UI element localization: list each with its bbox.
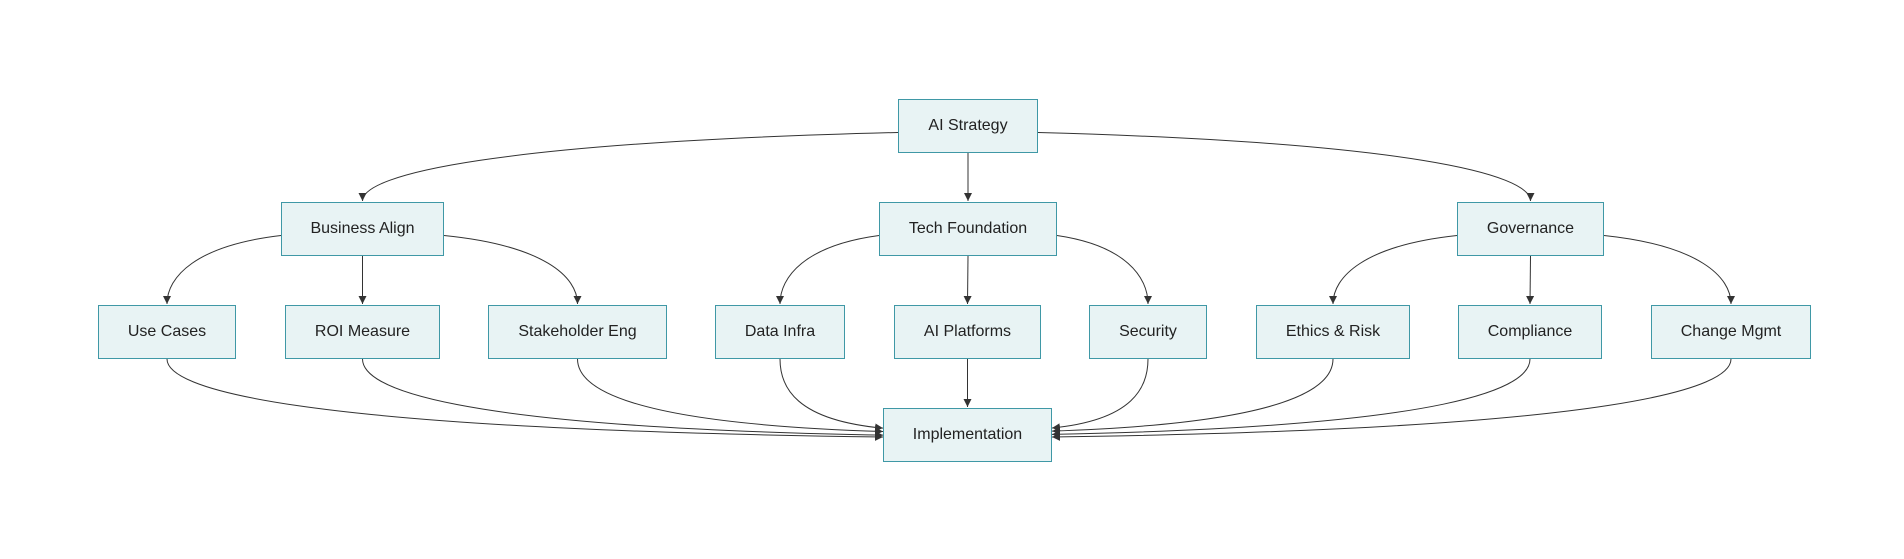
edge-data_infra-to-implementation xyxy=(779,358,884,432)
edge-tech_foundation-to-ai_platforms xyxy=(963,255,972,305)
node-stakeholder-eng: Stakeholder Eng xyxy=(488,305,667,359)
node-security: Security xyxy=(1089,305,1207,359)
node-change-mgmt: Change Mgmt xyxy=(1651,305,1811,359)
edge-business_align-to-stakeholder_eng xyxy=(443,234,582,305)
edge-tech_foundation-to-data_infra xyxy=(776,234,880,305)
node-ai-platforms: AI Platforms xyxy=(894,305,1041,359)
edge-governance-to-compliance xyxy=(1526,255,1535,305)
edge-change_mgmt-to-implementation xyxy=(1051,358,1732,441)
node-ethics-risk: Ethics & Risk xyxy=(1256,305,1410,359)
edge-tech_foundation-to-security xyxy=(1056,234,1152,305)
edge-security-to-implementation xyxy=(1051,358,1149,432)
node-governance: Governance xyxy=(1457,202,1604,256)
edge-governance-to-change_mgmt xyxy=(1603,234,1735,305)
node-tech-foundation: Tech Foundation xyxy=(879,202,1057,256)
node-ai-strategy: AI Strategy xyxy=(898,99,1038,153)
edge-use_cases-to-implementation xyxy=(166,358,884,441)
edge-ethics_risk-to-implementation xyxy=(1051,358,1334,435)
edge-stakeholder_eng-to-implementation xyxy=(577,358,884,436)
edge-ai_strategy-to-governance xyxy=(1037,131,1535,202)
node-compliance: Compliance xyxy=(1458,305,1602,359)
edge-compliance-to-implementation xyxy=(1051,358,1531,439)
node-business-align: Business Align xyxy=(281,202,444,256)
edge-governance-to-ethics_risk xyxy=(1329,234,1458,305)
edge-business_align-to-use_cases xyxy=(163,234,282,305)
node-data-infra: Data Infra xyxy=(715,305,845,359)
edge-ai_strategy-to-business_align xyxy=(358,131,899,202)
edge-roi_measure-to-implementation xyxy=(362,358,884,439)
node-implementation: Implementation xyxy=(883,408,1052,462)
node-use-cases: Use Cases xyxy=(98,305,236,359)
node-roi-measure: ROI Measure xyxy=(285,305,440,359)
